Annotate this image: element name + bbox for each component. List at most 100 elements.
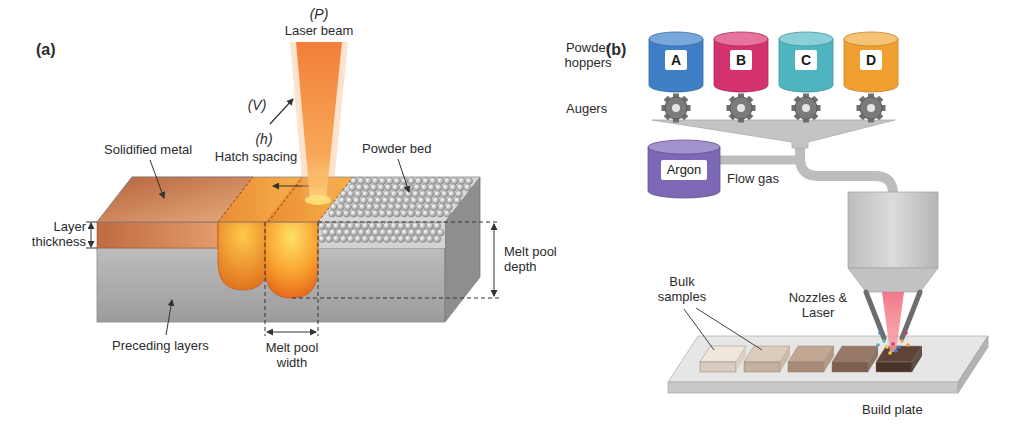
powder-particle bbox=[457, 184, 464, 191]
part-label: Laser beam bbox=[279, 23, 359, 38]
part-label: Augers bbox=[566, 101, 628, 116]
powder-particle bbox=[362, 223, 369, 230]
powder-particle bbox=[412, 191, 419, 198]
powder-particle bbox=[427, 236, 434, 243]
powder-particle bbox=[442, 184, 449, 191]
cylinder-body bbox=[844, 39, 898, 92]
auger-gear bbox=[727, 94, 756, 123]
part-label: (V) bbox=[242, 97, 272, 114]
powder-hopper: B bbox=[714, 32, 768, 92]
leader-line bbox=[696, 308, 762, 350]
powder-dot bbox=[897, 345, 901, 349]
gear-body bbox=[795, 97, 817, 119]
powder-dot bbox=[900, 339, 904, 343]
label-text: Powder bed bbox=[362, 141, 431, 156]
label-text: Layer thickness bbox=[32, 219, 86, 249]
leader-arrow bbox=[398, 159, 409, 192]
cylinder-body bbox=[779, 39, 833, 92]
bulk-sample bbox=[788, 346, 834, 372]
auger-gear bbox=[857, 94, 886, 123]
block-illustration bbox=[97, 177, 480, 322]
sample-front bbox=[744, 362, 780, 372]
powder-particle bbox=[412, 236, 419, 243]
tank-label: Argon bbox=[661, 160, 708, 180]
melt-pool bbox=[265, 222, 318, 298]
powder-particle bbox=[343, 210, 350, 217]
label-text: Powder hoppers bbox=[565, 40, 612, 70]
powder-particle bbox=[432, 197, 439, 204]
powder-particle bbox=[381, 204, 388, 211]
nozzle bbox=[866, 292, 884, 338]
track-boundary bbox=[218, 177, 253, 222]
powder-particle bbox=[448, 191, 455, 198]
powder-particle bbox=[333, 223, 340, 230]
powder-particle bbox=[369, 191, 376, 198]
powder-particle bbox=[356, 184, 363, 191]
hopper-letter: A bbox=[665, 50, 687, 70]
powder-particle bbox=[386, 178, 393, 185]
cylinder-cap bbox=[844, 32, 898, 46]
powder-particle bbox=[392, 184, 399, 191]
powder-particle bbox=[340, 236, 347, 243]
melt-pool bbox=[218, 222, 268, 290]
thickness-dimension bbox=[91, 223, 92, 247]
powder-particle bbox=[427, 191, 434, 198]
leader-arrow bbox=[166, 300, 172, 335]
bulk-sample bbox=[876, 346, 922, 372]
powder-particle bbox=[372, 229, 379, 236]
auger-gear bbox=[792, 94, 821, 123]
build-plate bbox=[668, 308, 988, 393]
powder-dot bbox=[906, 343, 910, 347]
powder-particle bbox=[408, 210, 415, 217]
bulk-sample bbox=[700, 346, 746, 372]
part-label: Powder hoppers bbox=[548, 40, 628, 70]
width-extension bbox=[318, 222, 319, 336]
powder-particle bbox=[391, 236, 398, 243]
leader-arrow bbox=[150, 160, 164, 198]
powder-dot bbox=[878, 331, 882, 335]
powder-particle bbox=[349, 184, 356, 191]
powder-particle bbox=[466, 178, 473, 185]
powder-particle bbox=[458, 178, 465, 185]
width-extension bbox=[265, 222, 266, 336]
width-dimension bbox=[267, 332, 316, 333]
cylinder-body bbox=[649, 39, 703, 92]
part-label: (P) bbox=[299, 6, 339, 23]
powder-particle bbox=[450, 184, 457, 191]
powder-particle bbox=[363, 184, 370, 191]
powder-particle bbox=[340, 223, 347, 230]
powder-particle bbox=[329, 210, 336, 217]
thickness-tick bbox=[86, 222, 97, 223]
powder-particle bbox=[373, 204, 380, 211]
hopper-letter: C bbox=[795, 50, 817, 70]
powder-particle bbox=[386, 210, 393, 217]
powder-particle bbox=[376, 236, 383, 243]
powder-particle bbox=[414, 184, 421, 191]
powder-particle bbox=[394, 229, 401, 236]
label-text: Solidified metal bbox=[104, 142, 192, 157]
powder-particle bbox=[396, 197, 403, 204]
label-text: Preceding layers bbox=[112, 338, 209, 353]
powder-particle bbox=[365, 178, 372, 185]
powder-particle bbox=[427, 223, 434, 230]
part-label: Nozzles & Laser bbox=[782, 290, 854, 320]
powder-particle bbox=[370, 184, 377, 191]
powder-particle bbox=[379, 210, 386, 217]
sample-side bbox=[912, 346, 922, 372]
nozzle bbox=[902, 292, 920, 338]
powder-particle bbox=[398, 236, 405, 243]
powder-particle bbox=[358, 178, 365, 185]
gear-hub bbox=[867, 104, 875, 112]
powder-dot bbox=[904, 331, 908, 335]
powder-particle bbox=[388, 204, 395, 211]
part-label: (b) bbox=[606, 40, 646, 59]
powder-particle bbox=[438, 204, 445, 211]
gear-hub bbox=[672, 104, 680, 112]
powder-particle bbox=[383, 236, 390, 243]
powder-particle bbox=[383, 191, 390, 198]
powder-particle bbox=[362, 236, 369, 243]
part-label: Build plate bbox=[862, 402, 962, 417]
powder-particle bbox=[383, 223, 390, 230]
solidified-layer-front bbox=[97, 222, 218, 248]
deposition-head bbox=[848, 268, 938, 292]
